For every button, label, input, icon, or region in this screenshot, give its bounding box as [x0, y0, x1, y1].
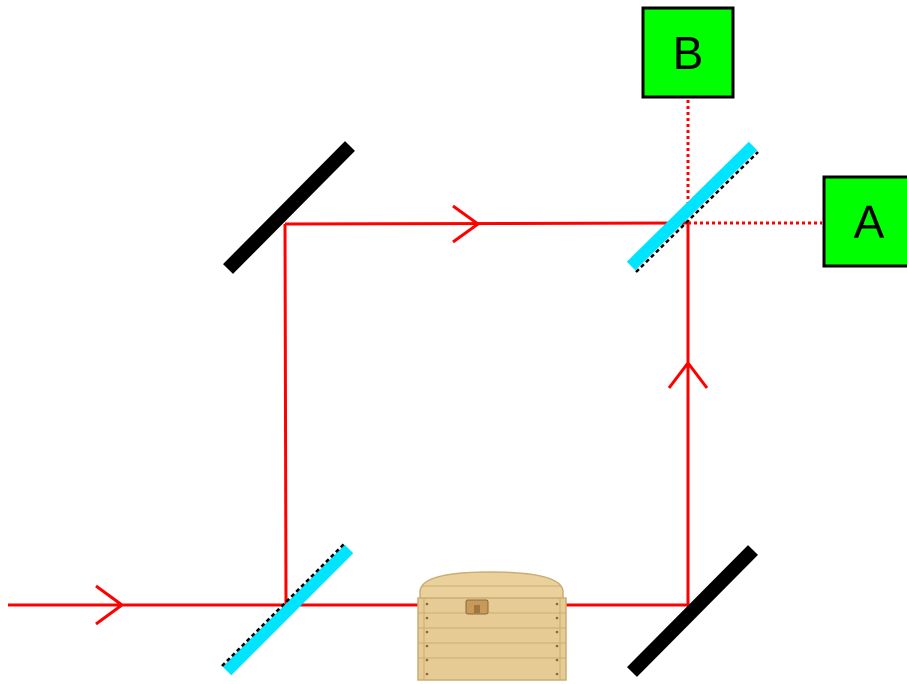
input-arrow-icon — [95, 584, 125, 626]
arrows — [95, 204, 709, 626]
top-right-beam-splitter — [626, 141, 759, 273]
bottom-right-mirror — [627, 545, 758, 677]
detector-b-label: B — [673, 27, 704, 79]
left-vertical-beam — [283, 223, 288, 606]
treasure-chest-icon — [417, 571, 567, 681]
bottom-left-beam-splitter — [221, 543, 354, 676]
top-beam — [284, 221, 689, 226]
right-up-arrow-icon — [667, 360, 709, 389]
output-beams — [686, 99, 822, 225]
detector-a-label: A — [854, 196, 885, 248]
beam-paths — [8, 221, 690, 607]
top-left-mirror — [223, 141, 355, 274]
detector-a: A — [822, 175, 907, 268]
detector-b: B — [641, 6, 735, 99]
top-arrow-icon — [452, 204, 481, 244]
